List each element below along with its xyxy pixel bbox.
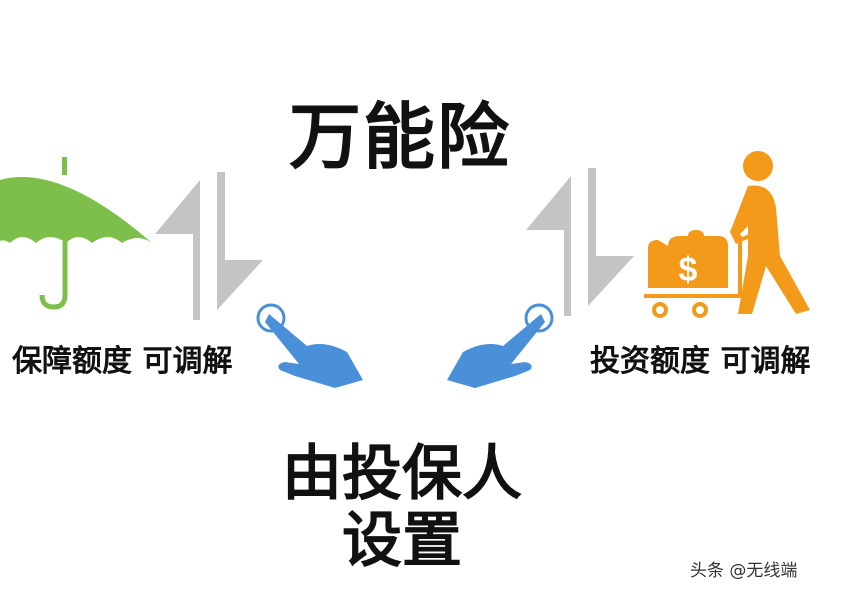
- svg-text:$: $: [679, 251, 698, 289]
- person-pushing-cart-icon: $: [644, 151, 810, 318]
- investment-adjustable-label: 投资额度 可调解: [590, 344, 811, 379]
- set-by-policyholder-line1: 由投保人: [282, 439, 522, 509]
- pointing-hand-icon[interactable]: [440, 300, 555, 390]
- swap-arrows-icon: [526, 168, 634, 316]
- watermark: 头条 @无线端: [690, 561, 798, 581]
- coverage-adjustable-label: 保障额度 可调解: [12, 344, 233, 379]
- swap-arrows-icon: [155, 172, 263, 320]
- set-by-policyholder-line2: 设置: [342, 506, 462, 576]
- pointing-hand-icon[interactable]: [255, 300, 370, 390]
- money-luggage-icon: $: [644, 230, 751, 318]
- umbrella-icon: [0, 157, 152, 310]
- title: 万能险: [288, 95, 511, 179]
